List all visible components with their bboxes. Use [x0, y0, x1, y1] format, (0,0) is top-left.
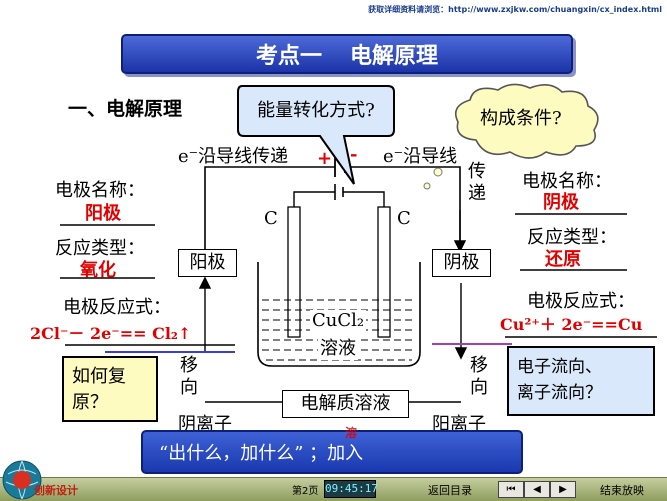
right-electrode-name-label: 电极名称：: [522, 171, 612, 192]
plus-sign: +: [317, 148, 333, 169]
beaker: [257, 262, 421, 367]
end-show-button[interactable]: 结束放映: [600, 484, 644, 497]
title-part1: 考点一: [255, 44, 322, 69]
left-move-label: 移向: [180, 355, 198, 398]
inner-circuit: [293, 191, 385, 207]
right-electrode-rod: [377, 206, 391, 338]
battery-inner: [334, 184, 344, 200]
conditions-callout: 构成条件?: [480, 108, 562, 129]
electrolyte-box: 电解质溶液: [282, 390, 409, 418]
conditions-cloud-shape: [454, 83, 599, 159]
minus-sign: -: [350, 144, 358, 165]
flow-question-line2: 离子流向？: [517, 383, 602, 403]
restore-question-line2: 原？: [72, 392, 108, 413]
right-electrode-label: C: [397, 208, 411, 229]
left-electrode-label: C: [264, 208, 278, 229]
hint-bar: “出什么，加什么” ；加入: [141, 430, 523, 474]
left-electrode-name-label: 电极名称：: [55, 180, 145, 201]
energy-callout-shape: [237, 85, 395, 185]
solution-name: 溶液: [318, 334, 358, 360]
left-electrode-reaction-value: 2Cl⁻－ 2e⁻== Cl₂↑: [30, 324, 192, 343]
right-reaction-type-value: 还原: [545, 249, 581, 270]
anode-box: 阳极: [178, 249, 237, 277]
anion-label: 阴离子: [178, 414, 232, 435]
energy-callout: 能量转化方式?: [257, 100, 375, 121]
page-number: 第2页: [292, 486, 319, 497]
cathode-box: 阴极: [432, 249, 491, 277]
hint-partial: 溶: [345, 426, 358, 440]
ion-arrows: [198, 210, 468, 360]
clock-display: 09:45:17: [324, 480, 378, 498]
logo-text: 创新设计: [34, 484, 78, 497]
section-heading: 一、电解原理: [68, 98, 183, 120]
left-underlines: [60, 224, 235, 346]
right-move-label: 移向: [470, 355, 488, 398]
flow-question-line1: 电子流向、: [517, 357, 602, 377]
back-to-menu-button[interactable]: 返回目录: [428, 484, 472, 497]
left-electrode-name-value: 阳极: [85, 203, 121, 224]
hint-text: “出什么，加什么” ；加入: [159, 443, 364, 464]
flow-question-box: 电子流向、 离子流向？: [507, 346, 655, 416]
left-wire-label: e⁻沿导线传递: [178, 146, 289, 167]
restore-question-line1: 如何复: [72, 366, 126, 387]
right-wire-label: e⁻沿导线: [383, 146, 458, 167]
thought-dot-medium: [433, 167, 443, 177]
left-electrode-rod: [287, 206, 301, 338]
left-reaction-type-value: 氧化: [80, 260, 116, 281]
prev-page-icon[interactable]: ◀: [524, 481, 550, 498]
right-electrode-name-value: 阴极: [543, 192, 579, 213]
left-electrode-reaction-label: 电极反应式：: [63, 297, 171, 318]
right-electrode-reaction-label: 电极反应式：: [527, 291, 635, 312]
title-part2: 电解原理: [350, 44, 439, 69]
slide-title: 考点一 电解原理: [121, 34, 573, 74]
right-underlines: [505, 213, 657, 338]
thought-dot-small: [423, 182, 431, 190]
left-reaction-type-label: 反应类型：: [55, 238, 145, 259]
logo-globe-icon: [2, 460, 42, 500]
cation-label: 阳离子: [432, 414, 486, 435]
restore-question-box: 如何复 原？: [62, 356, 158, 422]
right-electrode-reaction-value: Cu²⁺＋ 2e⁻==Cu: [500, 315, 643, 334]
next-page-icon[interactable]: ▶: [550, 481, 576, 498]
solution-formula: CuCl₂: [310, 310, 367, 331]
header-url[interactable]: 获取详细资料请浏览：http://www.zxjkw.com/chuangxin…: [368, 5, 662, 14]
right-wire-label-vertical: 传递: [468, 161, 486, 204]
right-reaction-type-label: 反应类型：: [527, 227, 617, 248]
first-page-icon[interactable]: ⏮: [498, 481, 524, 498]
